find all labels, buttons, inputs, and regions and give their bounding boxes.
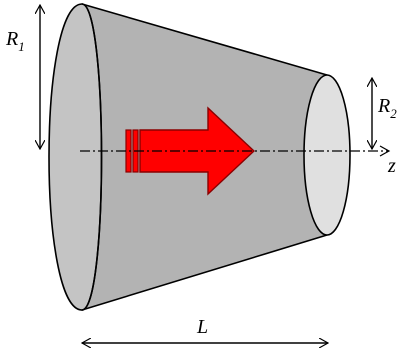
large-end-face-rim [81,3,103,311]
r2-label: R2 [377,95,397,121]
r1-label: R1 [5,28,25,54]
length-label: L [196,316,208,338]
z-axis-arrowhead [379,145,391,157]
small-end-face [303,74,351,236]
large-end-face [48,3,103,311]
z-axis-label: z [387,155,396,177]
